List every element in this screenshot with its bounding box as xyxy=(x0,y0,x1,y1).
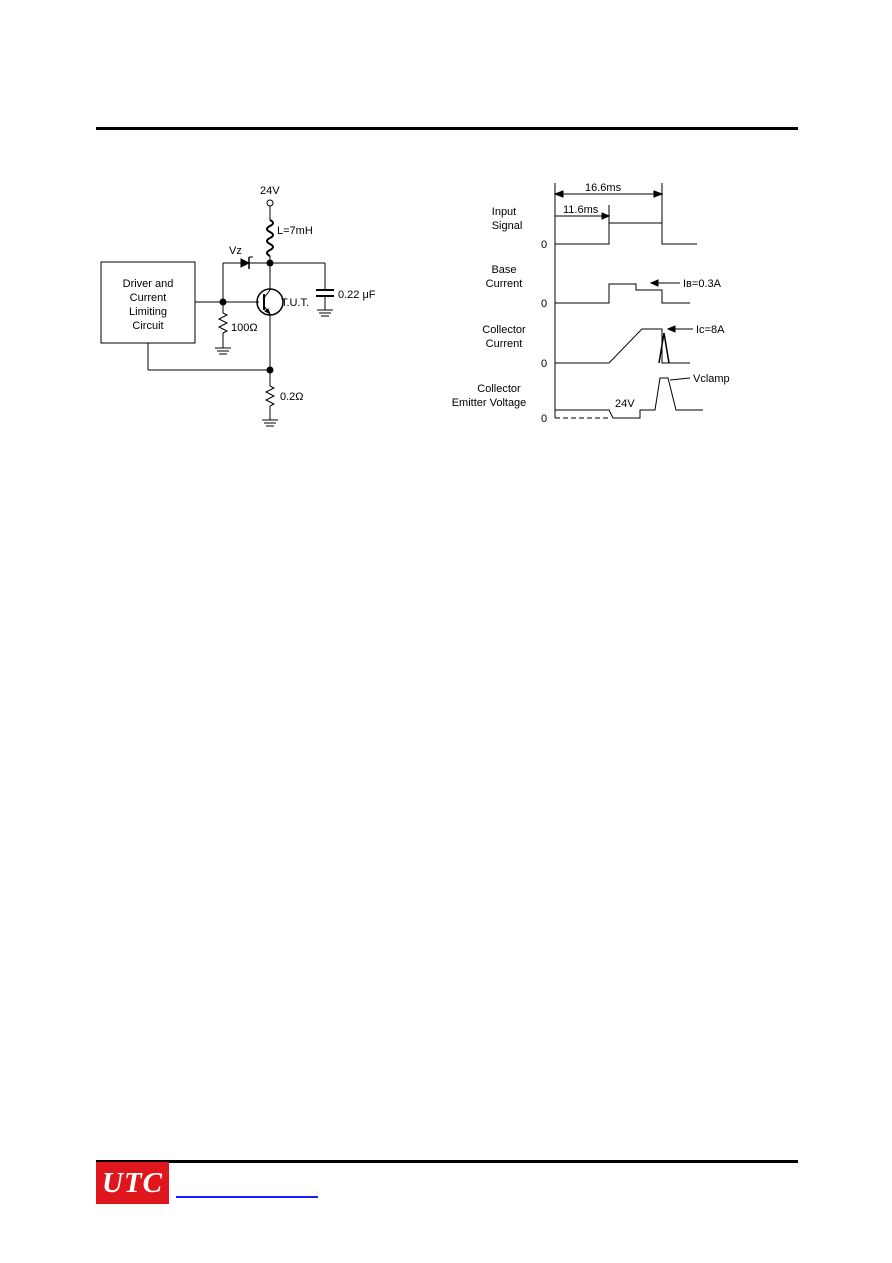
collector-current-waveform xyxy=(555,328,690,364)
ib-value: Iʙ=0.3A xyxy=(683,278,722,290)
input-waveform xyxy=(555,222,697,245)
zero-collector: 0 xyxy=(541,358,547,370)
vce-label-2: Emitter Voltage xyxy=(452,397,527,409)
footer-rule xyxy=(96,1160,798,1163)
on-time-label: 11.6ms xyxy=(563,204,599,216)
zero-vce: 0 xyxy=(541,413,547,425)
transistor-symbol xyxy=(256,288,284,316)
zero-base: 0 xyxy=(541,298,547,310)
collector-label-2: Current xyxy=(486,338,523,350)
emitter-resistor-label: 0.2Ω xyxy=(280,391,304,403)
transistor-label: T.U.T. xyxy=(281,297,309,309)
zero-input: 0 xyxy=(541,239,547,251)
base-label-2: Current xyxy=(486,278,523,290)
base-waveform xyxy=(555,283,690,304)
vce-level-label: 24V xyxy=(615,398,635,410)
driver-line-2: Current xyxy=(130,292,167,304)
footer-link-underline[interactable] xyxy=(176,1196,318,1198)
zener-label: Vz xyxy=(229,245,242,257)
vce-waveform xyxy=(555,377,703,419)
ic-value: Iᴄ=8A xyxy=(696,324,725,336)
driver-line-4: Circuit xyxy=(132,320,163,332)
inductor xyxy=(266,219,274,257)
emitter-resistor xyxy=(264,385,276,407)
supply-label: 24V xyxy=(260,185,280,197)
capacitor-label: 0.22 μF xyxy=(338,289,376,301)
driver-line-3: Limiting xyxy=(129,306,167,318)
period-label: 16.6ms xyxy=(585,182,622,194)
supply-terminal xyxy=(266,199,274,207)
base-resistor xyxy=(217,312,229,334)
zener-diode xyxy=(240,258,251,268)
driver-line-1: Driver and xyxy=(123,278,174,290)
base-label-1: Base xyxy=(491,264,516,276)
timing-waveforms xyxy=(553,183,703,419)
inductor-label: L=7mH xyxy=(277,225,313,237)
utc-logo: UTC xyxy=(96,1162,169,1204)
collector-label-1: Collector xyxy=(482,324,526,336)
input-label-2: Signal xyxy=(492,220,523,232)
circuit-schematic xyxy=(100,199,334,427)
base-resistor-label: 100Ω xyxy=(231,322,258,334)
vce-label-1: Collector xyxy=(477,383,521,395)
input-label-1: Input xyxy=(492,206,516,218)
vclamp-label: Vclamp xyxy=(693,373,730,385)
header-rule xyxy=(96,127,798,130)
